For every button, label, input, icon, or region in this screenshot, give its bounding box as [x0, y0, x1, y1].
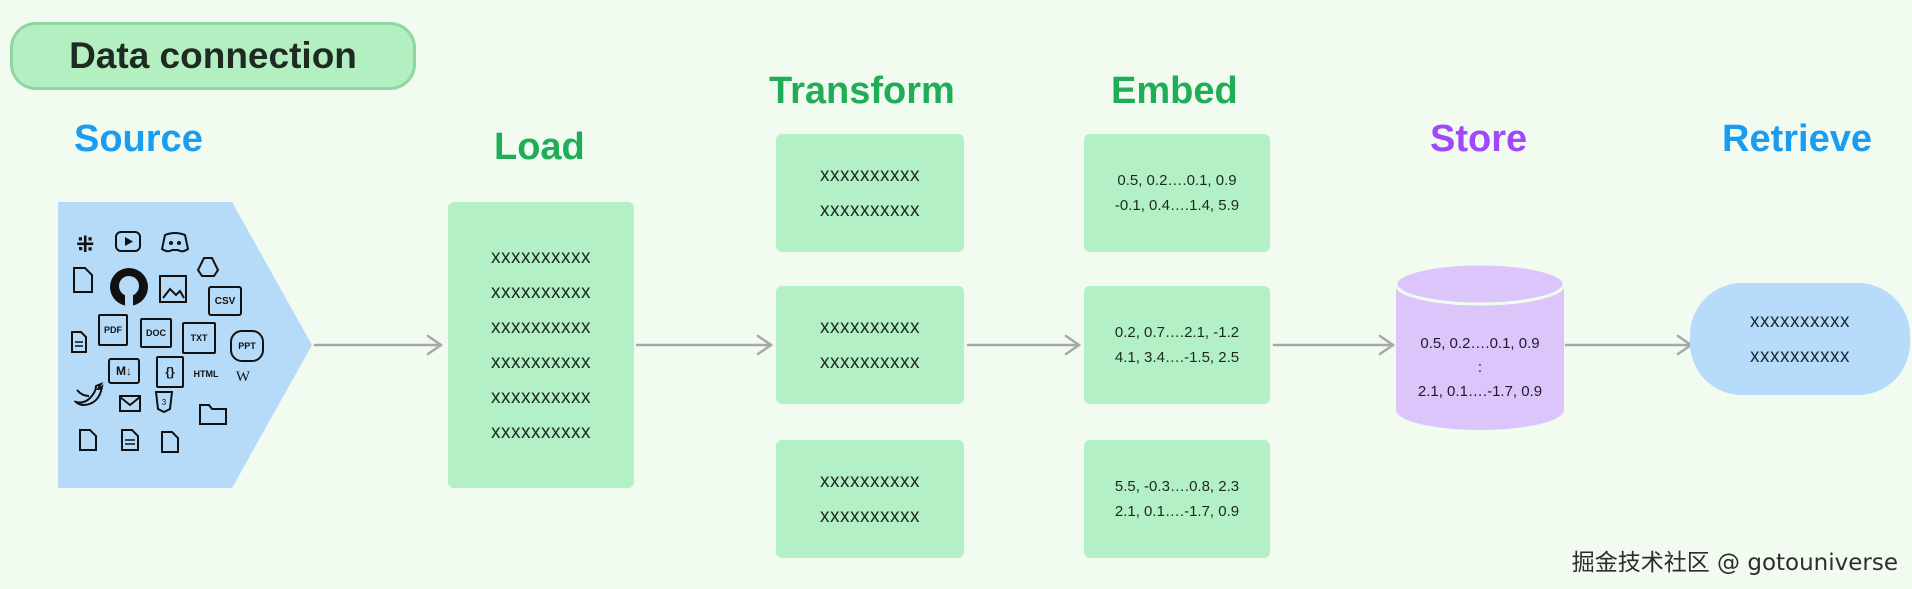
diagram-title: Data connection — [10, 22, 416, 90]
transform-line: xxxxxxxxxx — [820, 471, 920, 492]
pdf-file-icon: PDF — [98, 314, 128, 346]
transform-line: xxxxxxxxxx — [820, 200, 920, 221]
embed-box-1: 0.5, 0.2….0.1, 0.9 -0.1, 0.4….1.4, 5.9 — [1084, 134, 1270, 252]
arrow-source-to-load — [313, 334, 444, 356]
google-drive-icon — [196, 257, 220, 277]
folder-icon — [199, 404, 227, 425]
github-icon — [110, 268, 148, 306]
arrow-store-to-retrieve — [1564, 334, 1694, 356]
transform-line: xxxxxxxxxx — [820, 506, 920, 527]
generic-file-icon — [161, 431, 179, 453]
store-vector-line: 0.5, 0.2….0.1, 0.9 — [1420, 335, 1540, 352]
retrieve-line: xxxxxxxxxx — [1750, 311, 1850, 332]
load-line: xxxxxxxxxx — [491, 387, 591, 408]
youtube-icon — [115, 231, 141, 252]
load-line: xxxxxxxxxx — [491, 317, 591, 338]
load-line: xxxxxxxxxx — [491, 247, 591, 268]
transform-box-1: xxxxxxxxxx xxxxxxxxxx — [776, 134, 964, 252]
txt-file-icon: TXT — [182, 322, 216, 354]
json-file-icon: {} — [156, 356, 184, 388]
transform-box-2: xxxxxxxxxx xxxxxxxxxx — [776, 286, 964, 404]
embed-vector-line: 4.1, 3.4….-1.5, 2.5 — [1114, 349, 1240, 366]
image-icon — [159, 275, 187, 303]
doc-file-icon: DOC — [140, 318, 172, 348]
arrow-transform-to-embed — [966, 334, 1082, 356]
ppt-file-icon: PPT — [230, 330, 264, 362]
stage-retrieve-label: Retrieve — [1722, 118, 1872, 160]
markdown-icon: M↓ — [108, 358, 140, 384]
email-icon — [119, 395, 141, 412]
store-ellipsis: : — [1477, 359, 1483, 376]
arrow-embed-to-store — [1272, 334, 1396, 356]
stage-source-label: Source — [74, 118, 203, 160]
svg-text:3: 3 — [162, 398, 167, 407]
html-icon: HTML — [193, 369, 219, 379]
embed-box-3: 5.5, -0.3….0.8, 2.3 2.1, 0.1….-1.7, 0.9 — [1084, 440, 1270, 558]
stage-store-label: Store — [1430, 118, 1528, 160]
csv-file-icon: CSV — [208, 286, 242, 316]
wikipedia-icon: W — [235, 368, 251, 385]
load-box: xxxxxxxxxx xxxxxxxxxx xxxxxxxxxx xxxxxxx… — [448, 202, 634, 488]
discord-icon — [160, 232, 190, 253]
load-line: xxxxxxxxxx — [491, 352, 591, 373]
text-file-icon — [121, 429, 139, 451]
stage-embed-label: Embed — [1111, 70, 1238, 112]
transform-line: xxxxxxxxxx — [820, 165, 920, 186]
transform-line: xxxxxxxxxx — [820, 352, 920, 373]
store-content: 0.5, 0.2….0.1, 0.9 : 2.1, 0.1….-1.7, 0.9 — [1394, 332, 1566, 404]
store-vector-line: 2.1, 0.1….-1.7, 0.9 — [1417, 383, 1543, 400]
embed-vector-line: 0.5, 0.2….0.1, 0.9 — [1117, 172, 1237, 189]
stage-load-label: Load — [494, 126, 585, 168]
retrieve-box: xxxxxxxxxx xxxxxxxxxx — [1690, 283, 1910, 395]
watermark: 掘金技术社区 @ gotouniverse — [1571, 550, 1898, 576]
embed-vector-line: 5.5, -0.3….0.8, 2.3 — [1114, 478, 1240, 495]
transform-box-3: xxxxxxxxxx xxxxxxxxxx — [776, 440, 964, 558]
embed-vector-line: 2.1, 0.1….-1.7, 0.9 — [1114, 503, 1240, 520]
store-database-cylinder — [1394, 262, 1566, 430]
arrow-load-to-transform — [635, 334, 774, 356]
embed-box-2: 0.2, 0.7….2.1, -1.2 4.1, 3.4….-1.5, 2.5 — [1084, 286, 1270, 404]
stage-transform-label: Transform — [769, 70, 955, 112]
css-icon: 3 — [154, 391, 174, 414]
blank-file-icon — [79, 429, 97, 451]
load-line: xxxxxxxxxx — [491, 422, 591, 443]
embed-vector-line: 0.2, 0.7….2.1, -1.2 — [1114, 324, 1240, 341]
slack-icon: ⁜ — [76, 232, 95, 257]
embed-vector-line: -0.1, 0.4….1.4, 5.9 — [1114, 197, 1240, 214]
load-line: xxxxxxxxxx — [491, 282, 591, 303]
twitter-icon — [74, 382, 104, 407]
file-icon — [73, 267, 93, 293]
transform-line: xxxxxxxxxx — [820, 317, 920, 338]
retrieve-line: xxxxxxxxxx — [1750, 346, 1850, 367]
document-icon — [71, 331, 87, 353]
